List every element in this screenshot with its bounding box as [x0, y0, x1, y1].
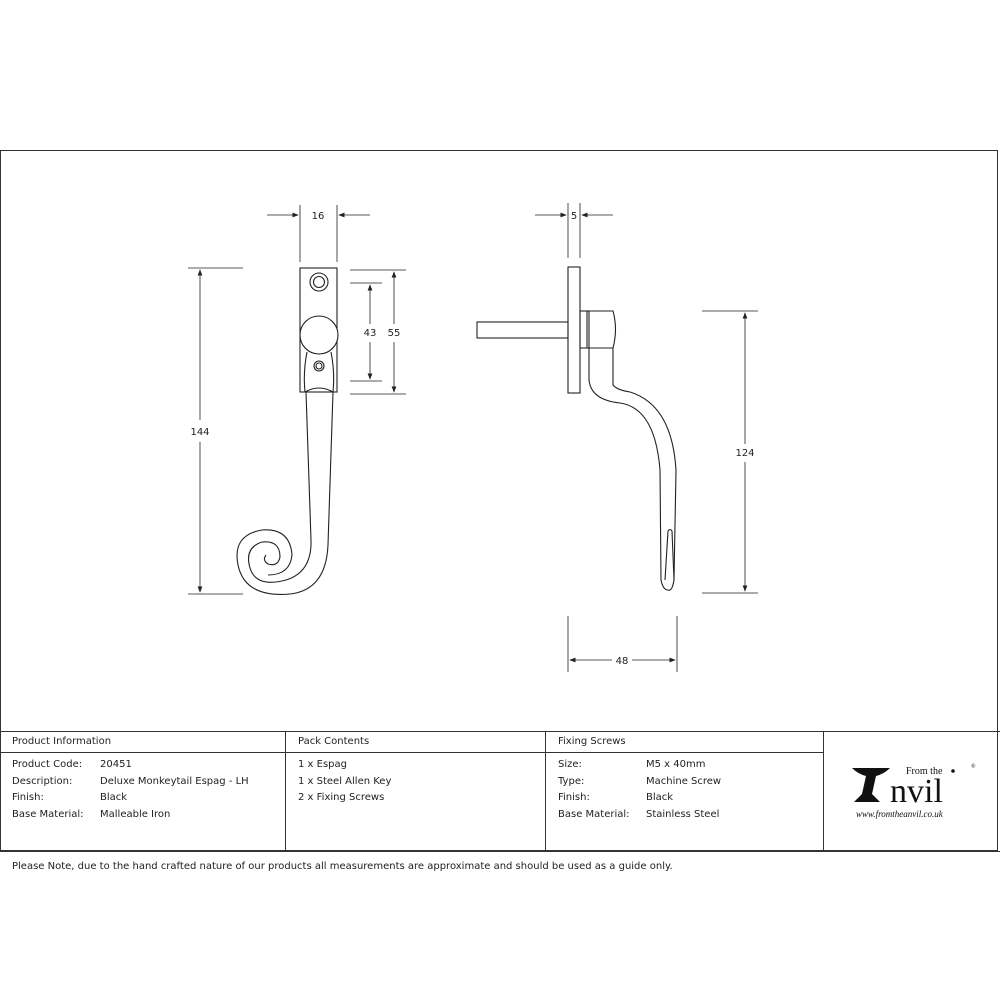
drawing-sheet: [0, 150, 998, 851]
side-view-handle: [476, 266, 677, 591]
dim-backplate-thickness: 5: [571, 211, 577, 222]
dim-handle-drop: 124: [735, 448, 754, 459]
dim-width-top: 16: [312, 211, 325, 222]
dim-screw-centers: 43: [364, 328, 377, 339]
dim-projection: 48: [616, 656, 629, 667]
dim-backplate-height: 55: [388, 328, 401, 339]
front-view-handle: [236, 267, 339, 595]
dim-overall-height: 144: [190, 427, 209, 438]
